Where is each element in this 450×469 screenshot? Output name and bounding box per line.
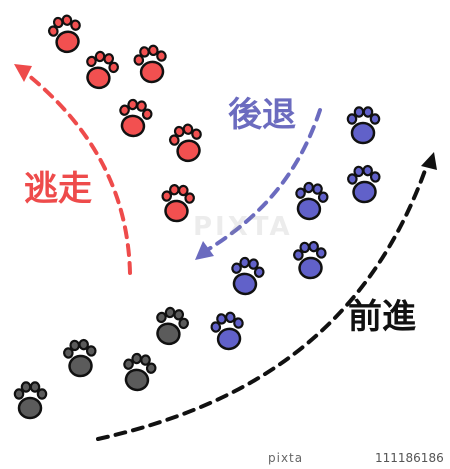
paw-print-retreat [346, 106, 381, 145]
footer-image-id: 111186186 [375, 451, 444, 465]
paw-print-retreat [347, 164, 381, 204]
advance-arrow [96, 152, 437, 441]
paw-print-advance [63, 338, 97, 378]
paw-print-escape [168, 123, 202, 163]
label-escape: 逃走 [24, 169, 92, 209]
paw-print-escape [47, 14, 81, 54]
paw-print-retreat [295, 181, 329, 221]
paw-print-escape [119, 98, 153, 138]
paw-print-escape [161, 184, 195, 223]
paw-print-retreat [210, 311, 244, 351]
paw-print-advance [156, 306, 189, 346]
paw-print-retreat [293, 240, 327, 280]
footer-logo: pixta [268, 451, 304, 465]
retreat-arrow [195, 108, 322, 260]
escape-arrow [14, 64, 132, 275]
paw-print-escape [86, 50, 119, 90]
paw-print-advance [123, 352, 157, 392]
paw-print-escape [133, 44, 167, 84]
footer-bar [0, 447, 450, 469]
paw-print-advance [13, 381, 48, 420]
label-advance: 前進 [348, 297, 416, 337]
watermark: PIXTA [193, 212, 293, 242]
paw-print-retreat [231, 256, 265, 296]
label-retreat: 後退 [228, 95, 296, 135]
